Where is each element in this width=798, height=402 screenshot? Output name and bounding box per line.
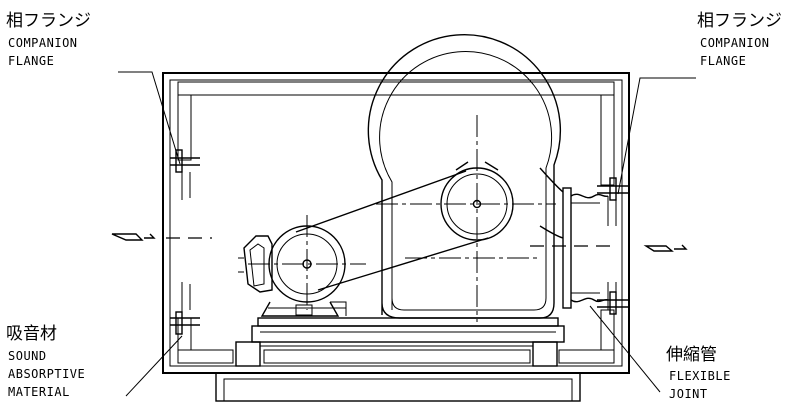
label-en-line2: JOINT	[669, 387, 708, 401]
motor	[238, 215, 366, 317]
belt-drive	[295, 170, 489, 291]
label-en-line1: COMPANION	[700, 36, 770, 50]
leader-lines	[118, 71, 696, 397]
label-en-line3: MATERIAL	[8, 385, 70, 399]
label-en-line1: FLEXIBLE	[669, 369, 731, 383]
label-jp: 相フランジ	[6, 11, 91, 31]
common-base	[235, 317, 565, 367]
label-companion-flange-left: 相フランジ COMPANION FLANGE	[6, 11, 91, 68]
label-en-line2: ABSORPTIVE	[8, 367, 85, 381]
label-jp: 相フランジ	[697, 11, 782, 31]
label-en-line1: COMPANION	[8, 36, 78, 50]
label-en-line2: FLANGE	[700, 54, 746, 68]
outlet-companion-flange	[597, 177, 628, 315]
support-base	[215, 372, 581, 402]
label-companion-flange-right: 相フランジ COMPANION FLANGE	[697, 11, 782, 68]
fan-blower	[367, 33, 564, 322]
inlet-airflow-arrow	[111, 233, 144, 241]
label-en-line1: SOUND	[8, 349, 47, 363]
label-en-line2: FLANGE	[8, 54, 54, 68]
inlet-companion-flange	[170, 149, 200, 335]
sound-absorptive-insulation	[177, 81, 615, 364]
label-sound-absorptive-material: 吸音材 SOUND ABSORPTIVE MATERIAL	[6, 324, 85, 399]
outlet-airflow-arrow	[643, 245, 674, 252]
flexible-joint	[562, 187, 609, 309]
label-jp: 伸縮管	[666, 345, 717, 365]
airflow	[111, 233, 688, 252]
label-flexible-joint: 伸縮管 FLEXIBLE JOINT	[666, 345, 731, 401]
label-jp: 吸音材	[6, 324, 57, 344]
